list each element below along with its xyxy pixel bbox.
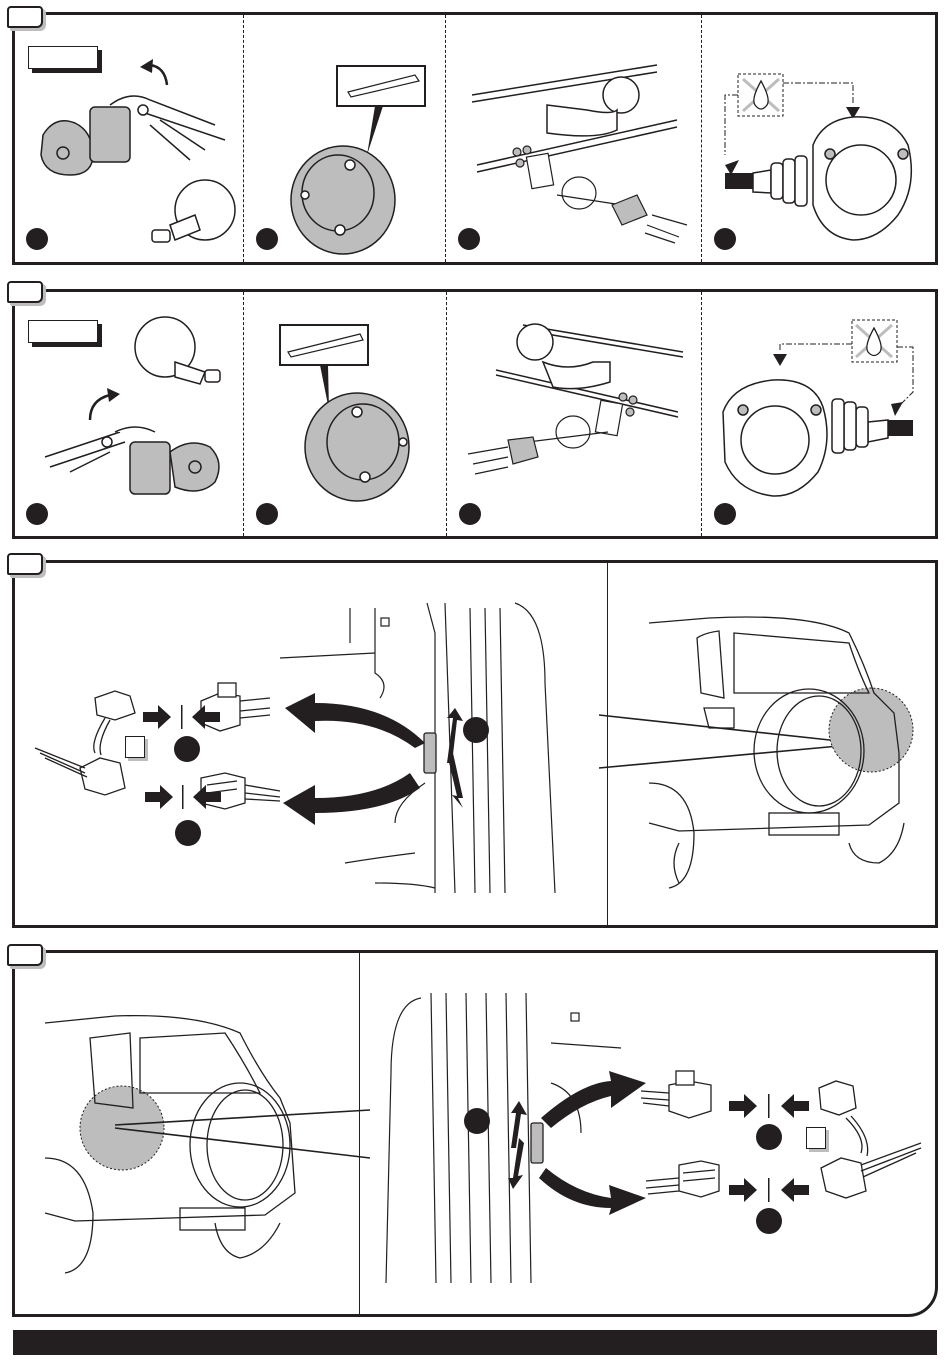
up-down-arrow-icon: [508, 1101, 527, 1189]
arrow-head-icon: [725, 160, 739, 175]
callout-pointer: [367, 106, 383, 155]
cable-end: [888, 420, 913, 436]
arrow-head-icon: [891, 402, 903, 416]
vehicle-body-pillar: [280, 603, 555, 893]
socket-13pin: [723, 380, 888, 496]
highlight-circle: [80, 1086, 164, 1170]
zoom-leader-lines: [599, 715, 839, 768]
panel-2a-illustration: [15, 292, 243, 536]
panel-divider: [446, 292, 447, 536]
socket-13pin: [753, 117, 911, 240]
panel-divider: [243, 292, 244, 536]
panel-divider: [243, 15, 244, 262]
rotate-arrow-icon: [150, 65, 167, 85]
panel-1d-illustration: [703, 15, 938, 262]
socket-bracket-assembly: [468, 393, 637, 474]
panel-2b-illustration: [245, 292, 446, 536]
cable-end: [725, 173, 753, 189]
panel-divider: [445, 15, 446, 262]
panel-4a-illustration: [15, 953, 359, 1314]
socket-housing: [291, 146, 395, 254]
panel-divider: [701, 292, 702, 536]
panel-divider: [359, 953, 360, 1314]
step-dot: [714, 503, 736, 525]
step-dot: [256, 228, 278, 250]
panel-1a-illustration: [15, 15, 243, 262]
arrow-head-icon: [773, 354, 787, 366]
removed-cap: [135, 317, 220, 384]
cap-with-pliers: [45, 427, 219, 494]
panel-3b-illustration: [609, 563, 935, 925]
harness-connector-vehicle: [424, 733, 436, 773]
adapter-harness: [35, 691, 135, 795]
removed-cap: [152, 180, 235, 242]
towbar: [472, 65, 677, 172]
rotate-arrow-icon: [90, 395, 110, 420]
footer-bar: [13, 1330, 937, 1355]
connector-male: [201, 683, 270, 731]
step-dot: [458, 228, 480, 250]
step-dot: [714, 228, 736, 250]
connector-female: [646, 1161, 719, 1197]
panel-divider: [701, 15, 702, 262]
step-dot: [464, 1108, 782, 1234]
connector-female: [201, 773, 280, 809]
step-dot: [459, 503, 481, 525]
socket-housing: [305, 393, 409, 501]
panel-3a-illustration: [15, 563, 607, 925]
curved-arrow-icon: [539, 1071, 646, 1215]
step-dot: [26, 228, 48, 250]
panel-2d-illustration: [703, 292, 938, 536]
towbar: [496, 324, 683, 417]
vehicle-body-pillar: [386, 993, 621, 1283]
arrow-head-icon: [107, 388, 120, 402]
curved-arrow-icon: [283, 693, 425, 825]
harness-connector-vehicle: [531, 1123, 543, 1163]
cap-with-pliers: [41, 96, 225, 175]
connector-male: [641, 1071, 711, 1118]
step-dot: [256, 503, 278, 525]
arrow-head-icon: [140, 59, 153, 73]
panel-2c-illustration: [448, 292, 701, 536]
panel-divider: [607, 563, 608, 925]
adapter-harness: [819, 1081, 921, 1198]
panel-1b-illustration: [245, 15, 445, 262]
panel-4b-illustration: [361, 953, 935, 1314]
step-dot: [26, 503, 48, 525]
panel-1c-illustration: [447, 15, 701, 262]
socket-bracket-assembly: [513, 146, 687, 243]
